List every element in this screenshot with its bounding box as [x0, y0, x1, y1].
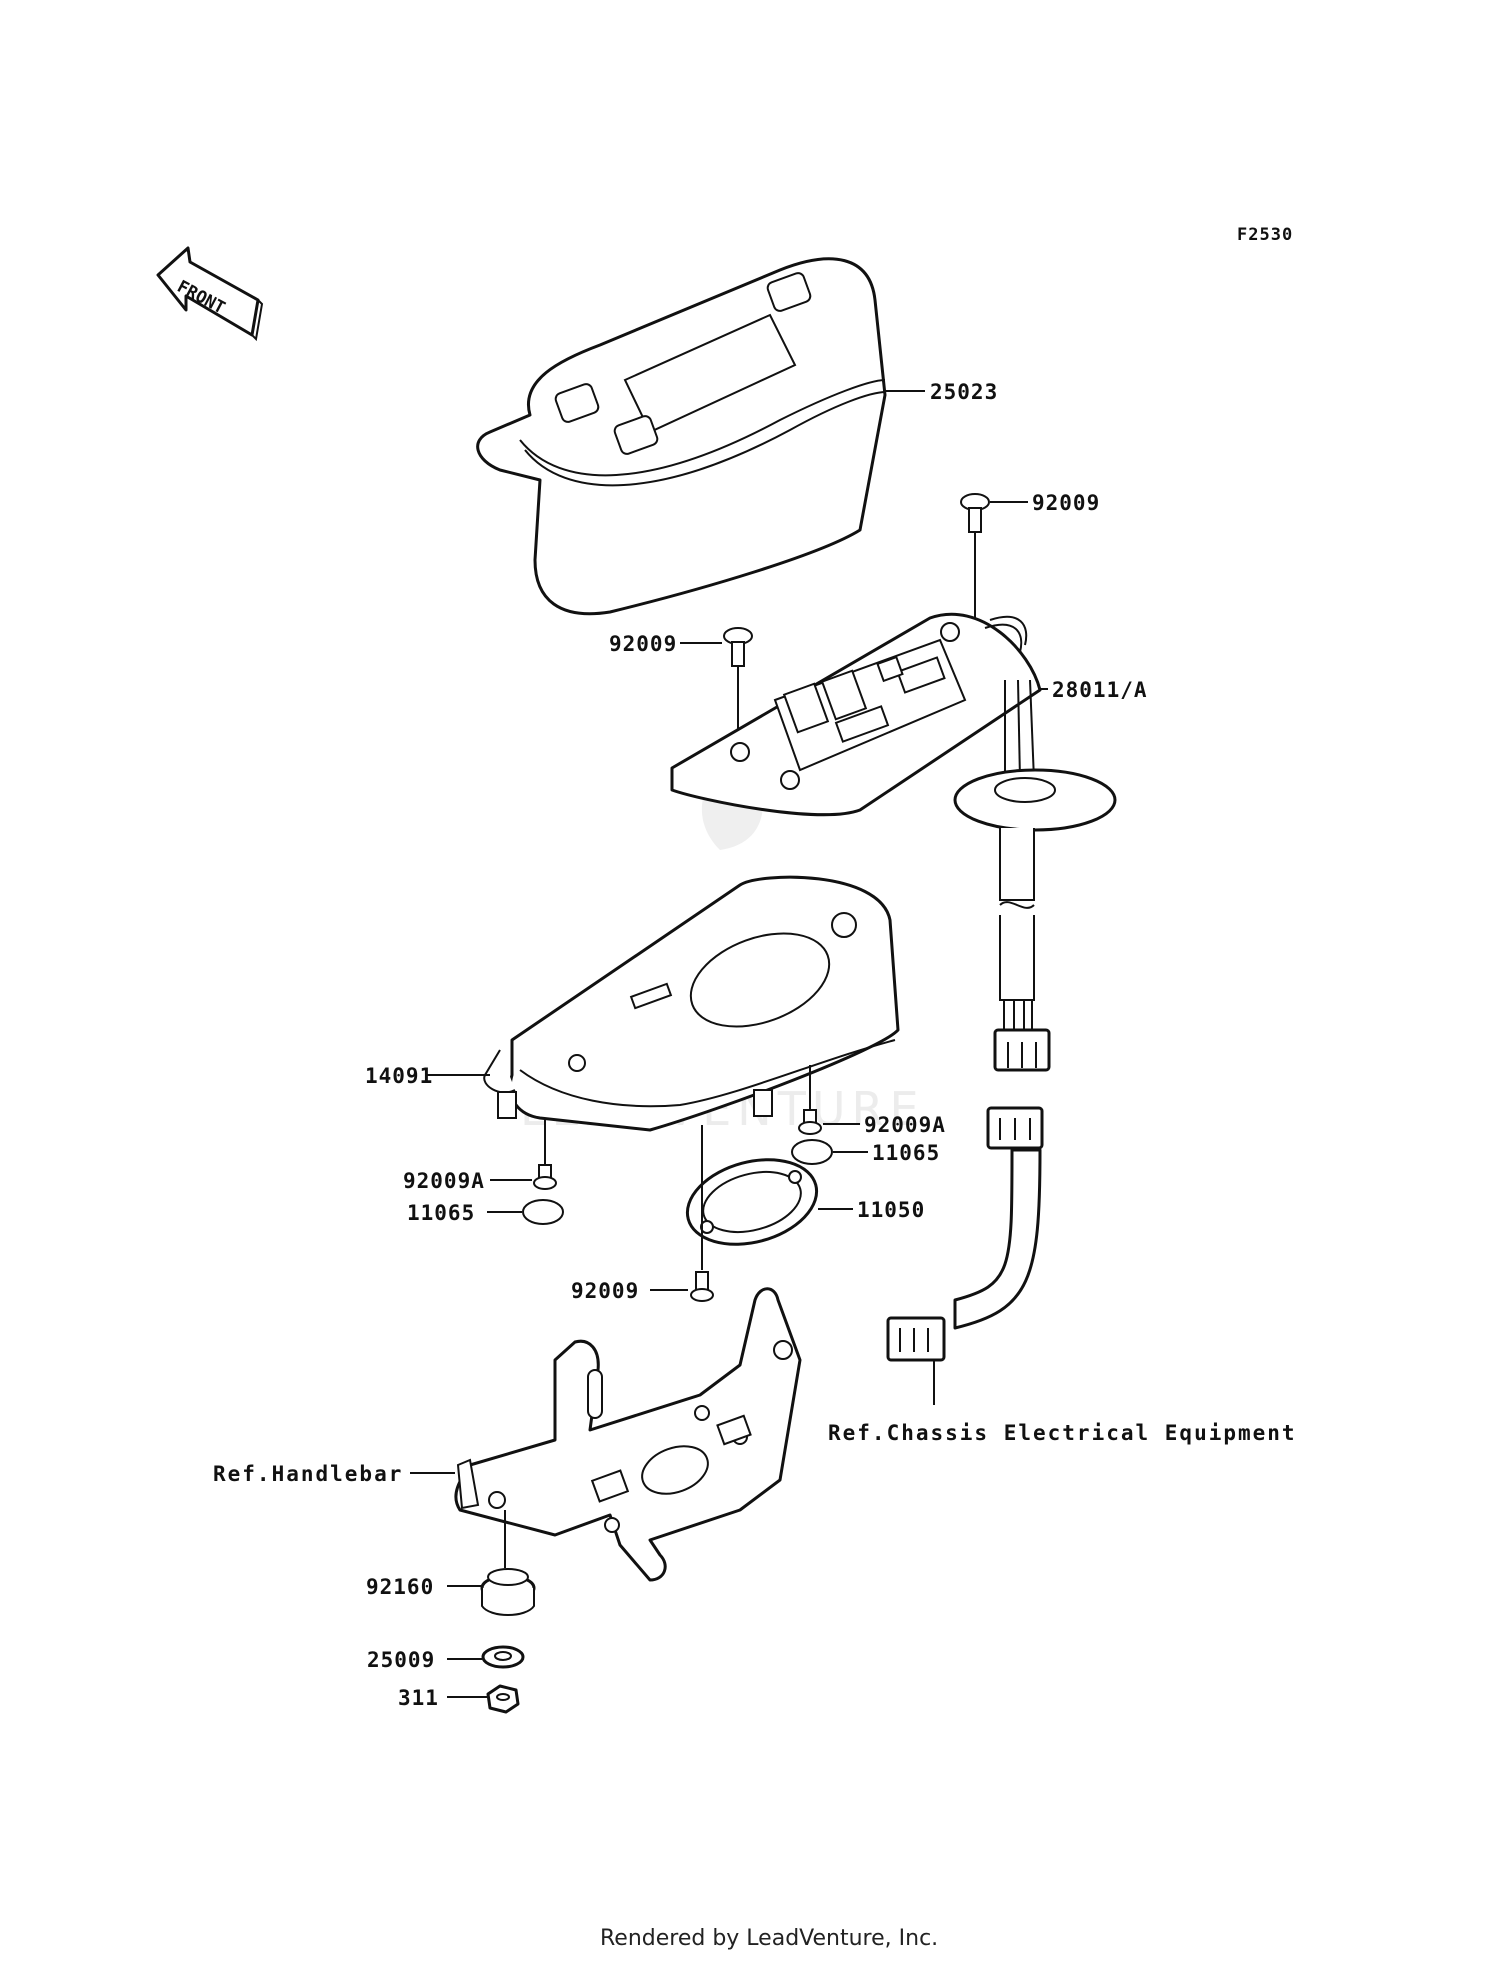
screw-92009-left	[723, 627, 753, 740]
label-25023: 25023	[930, 380, 998, 404]
label-14091: 14091	[365, 1064, 433, 1088]
washer-25009	[481, 1645, 525, 1669]
label-92160: 92160	[366, 1575, 434, 1599]
label-92009-top: 92009	[1032, 491, 1100, 515]
label-ref-handlebar: Ref.Handlebar	[213, 1462, 403, 1486]
front-arrow-icon: FRONT	[156, 246, 264, 342]
label-92009A-right: 92009A	[864, 1113, 946, 1137]
screw-92009-bottom	[690, 1271, 714, 1302]
footer-credit: Rendered by LeadVenture, Inc.	[600, 1926, 938, 1951]
meter-bracket	[454, 1287, 802, 1582]
figure-code: F2530	[1237, 225, 1293, 245]
gasket-11050	[685, 1125, 819, 1270]
chassis-harness	[886, 1106, 1044, 1405]
label-11050: 11050	[857, 1198, 925, 1222]
meter-board-28011A	[670, 612, 1042, 817]
screw-92009A-left	[533, 1120, 557, 1190]
nut-311	[486, 1684, 520, 1714]
label-92009A-left: 92009A	[403, 1169, 485, 1193]
meter-case-14091	[483, 875, 900, 1132]
label-92009-left: 92009	[609, 632, 677, 656]
label-11065-right: 11065	[872, 1141, 940, 1165]
grommet-92160	[480, 1510, 536, 1616]
label-92009-bottom: 92009	[571, 1279, 639, 1303]
label-11065-left: 11065	[407, 1201, 475, 1225]
label-28011A: 28011/A	[1052, 678, 1148, 702]
label-ref-chassis: Ref.Chassis Electrical Equipment	[828, 1421, 1297, 1445]
meter-cover-25023	[476, 257, 887, 616]
label-311: 311	[398, 1686, 439, 1710]
cap-11065-right	[791, 1139, 833, 1165]
screw-92009A-right	[798, 1065, 822, 1135]
screw-92009-top	[960, 493, 990, 618]
cap-11065-left	[522, 1199, 564, 1225]
harness-grommet	[953, 768, 1117, 1072]
label-25009: 25009	[367, 1648, 435, 1672]
